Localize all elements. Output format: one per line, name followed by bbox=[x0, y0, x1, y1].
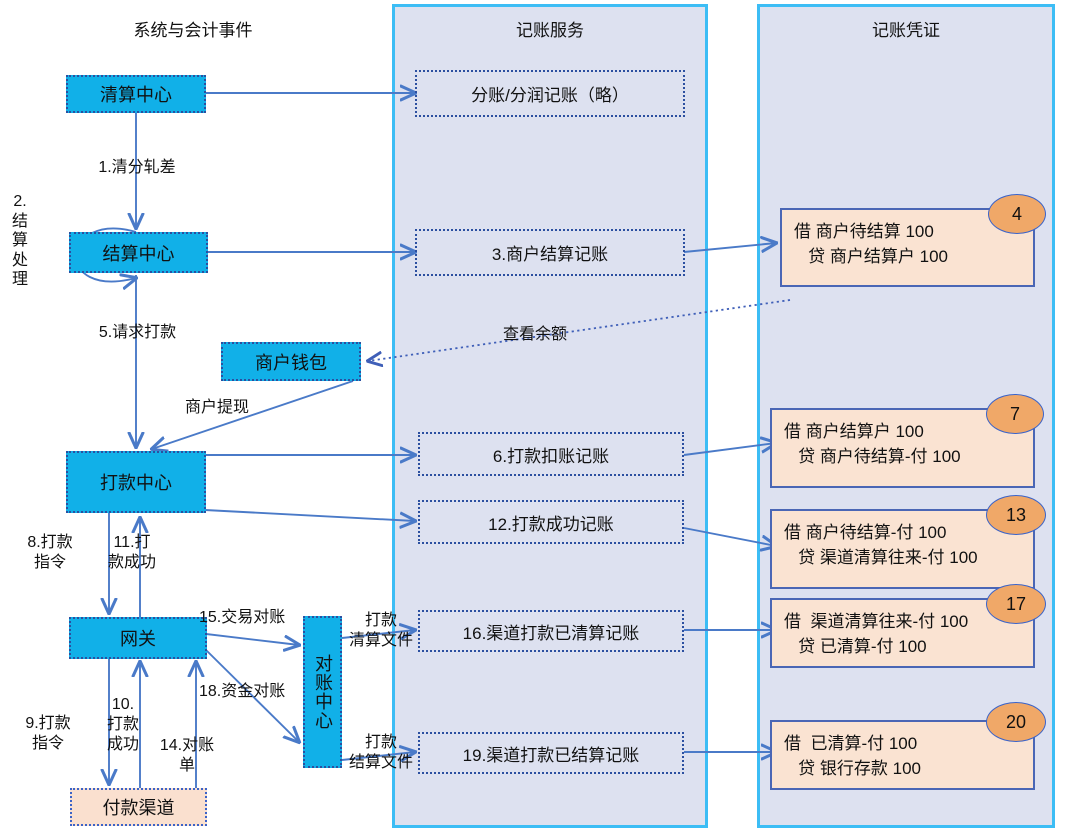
node-gateway[interactable]: 网关 bbox=[69, 617, 207, 659]
edge-label-14: 14.对账 单 bbox=[159, 737, 215, 774]
edge-label-clearing-file: 打款 清算文件 bbox=[348, 612, 413, 649]
voucher-debit-20: 借 已清算-付 100 bbox=[784, 734, 918, 753]
voucher-badge-20: 20 bbox=[986, 702, 1046, 742]
edge-label-check-balance: 查看余额 bbox=[502, 326, 567, 343]
service-box-split[interactable]: 分账/分润记账（略） bbox=[415, 70, 685, 117]
node-clearing-center[interactable]: 清算中心 bbox=[66, 75, 206, 113]
voucher-credit-4: 贷 商户结算户 100 bbox=[794, 246, 948, 266]
node-merchant-wallet[interactable]: 商户钱包 bbox=[221, 342, 361, 381]
edge-label-11: 11.打 款成功 bbox=[107, 534, 156, 571]
voucher-badge-13: 13 bbox=[986, 495, 1046, 535]
panel-accounting-service bbox=[392, 4, 708, 828]
column-title-vouchers: 记账凭证 bbox=[872, 21, 940, 40]
voucher-debit-13: 借 商户待结算-付 100 bbox=[784, 523, 947, 542]
service-box-payout-success[interactable]: 12.打款成功记账 bbox=[418, 500, 684, 544]
voucher-credit-17: 贷 已清算-付 100 bbox=[784, 636, 927, 656]
edge-label-5: 5.请求打款 bbox=[98, 324, 177, 341]
edge-label-1: 1.清分轧差 bbox=[98, 159, 176, 176]
edge-label-15: 15.交易对账 bbox=[199, 609, 286, 626]
node-settlement-center[interactable]: 结算中心 bbox=[69, 232, 208, 273]
voucher-credit-13: 贷 渠道清算往来-付 100 bbox=[784, 547, 978, 567]
edge-label-settlement-file: 打款 结算文件 bbox=[348, 734, 413, 771]
column-title-accounting-service: 记账服务 bbox=[516, 21, 584, 40]
service-box-channel-cleared[interactable]: 16.渠道打款已清算记账 bbox=[418, 610, 684, 652]
edge-label-18: 18.资金对账 bbox=[199, 683, 286, 700]
voucher-badge-4: 4 bbox=[988, 194, 1046, 234]
node-payment-channel[interactable]: 付款渠道 bbox=[70, 788, 207, 826]
edge-label-8: 8.打款 指令 bbox=[27, 534, 73, 571]
voucher-credit-20: 贷 银行存款 100 bbox=[784, 758, 921, 778]
node-reconciliation-center[interactable]: 对账中心 bbox=[303, 616, 342, 768]
edge-label-10: 10. 打款 成功 bbox=[106, 696, 139, 753]
voucher-badge-7: 7 bbox=[986, 394, 1044, 434]
edge-label-2: 2. 结 算 处 理 bbox=[11, 193, 28, 289]
voucher-debit-7: 借 商户结算户 100 bbox=[784, 422, 924, 441]
service-box-payout-debit[interactable]: 6.打款扣账记账 bbox=[418, 432, 684, 476]
service-box-merchant-settle[interactable]: 3.商户结算记账 bbox=[415, 229, 685, 276]
edge-label-merchant-withdraw: 商户提现 bbox=[184, 399, 249, 416]
voucher-credit-7: 贷 商户待结算-付 100 bbox=[784, 446, 961, 466]
node-payout-center[interactable]: 打款中心 bbox=[66, 451, 206, 513]
edge-label-9: 9.打款 指令 bbox=[25, 715, 71, 752]
service-box-channel-settled[interactable]: 19.渠道打款已结算记账 bbox=[418, 732, 684, 774]
column-title-systems: 系统与会计事件 bbox=[133, 21, 253, 40]
voucher-debit-4: 借 商户待结算 100 bbox=[794, 222, 934, 241]
voucher-debit-17: 借 渠道清算往来-付 100 bbox=[784, 612, 969, 631]
voucher-badge-17: 17 bbox=[986, 584, 1046, 624]
